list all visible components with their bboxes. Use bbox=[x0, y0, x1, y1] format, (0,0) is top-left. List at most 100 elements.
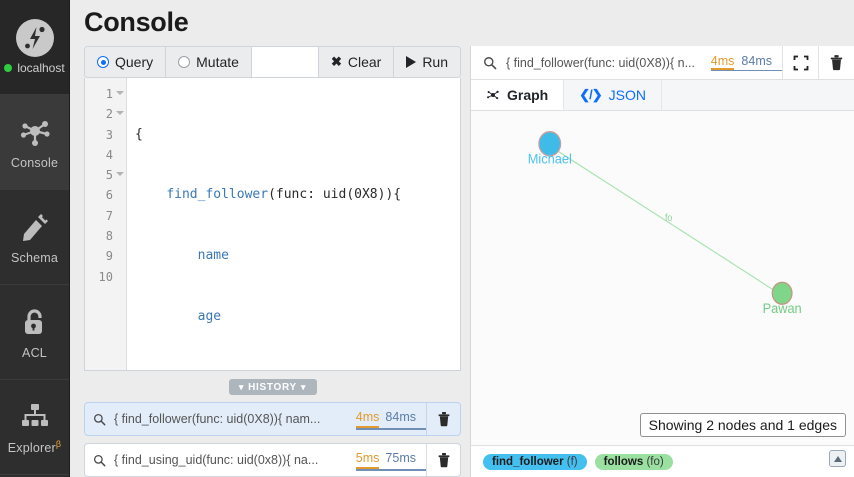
result-tabs: Graph ❮/❯ JSON bbox=[471, 80, 854, 111]
line-number-gutter: 1 2 3 4 5 6 7 8 9 10 bbox=[85, 78, 127, 370]
beta-badge: β bbox=[55, 439, 62, 450]
search-icon bbox=[93, 413, 106, 425]
history-section: ▾ HISTORY ▾ { find_follower(func: uid(0X… bbox=[84, 371, 461, 477]
line-number: 5 bbox=[85, 165, 126, 185]
trash-icon bbox=[438, 412, 449, 427]
run-label: Run bbox=[422, 54, 448, 70]
expand-icon bbox=[793, 55, 808, 70]
mode-radio-query[interactable]: Query bbox=[85, 47, 167, 77]
clear-button[interactable]: ✖ Clear bbox=[318, 47, 395, 77]
history-delete-button[interactable] bbox=[426, 444, 460, 476]
node-label-pawan: Pawan bbox=[763, 300, 802, 316]
sidebar: localhost Console bbox=[0, 0, 70, 477]
result-query[interactable]: { find_follower(func: uid(0X8)){ n... bbox=[471, 56, 711, 70]
code-content[interactable]: { find_follower(func: uid(0X8)){ name ag… bbox=[127, 78, 460, 370]
legend-pill-follows[interactable]: follows (fo) bbox=[594, 453, 673, 470]
graph-icon bbox=[487, 90, 499, 99]
history-delete-button[interactable] bbox=[426, 403, 460, 435]
mutate-label: Mutate bbox=[196, 54, 239, 70]
result-header: { find_follower(func: uid(0X8)){ n... 4m… bbox=[471, 45, 854, 80]
line-number: 2 bbox=[85, 104, 126, 124]
radio-unselected-icon bbox=[178, 56, 191, 68]
server-latency: 4ms bbox=[355, 409, 380, 428]
node-label-michael: Michael bbox=[528, 151, 572, 167]
server-latency: 4ms bbox=[710, 54, 735, 70]
graph-nodes-icon bbox=[18, 115, 52, 149]
code-brackets-icon: ❮/❯ bbox=[579, 87, 602, 102]
status-badge: Showing 2 nodes and 1 edges bbox=[639, 413, 846, 437]
fold-arrow-icon bbox=[116, 91, 124, 95]
history-latency: 5ms 75ms bbox=[355, 450, 426, 471]
history-query-text: { find_using_uid(func: uid(0x8)){ na... bbox=[114, 453, 319, 467]
sidebar-item-label: Schema bbox=[10, 250, 59, 265]
fullscreen-button[interactable] bbox=[782, 45, 818, 80]
search-icon bbox=[484, 56, 497, 69]
code-editor[interactable]: 1 2 3 4 5 6 7 8 9 10 { find_follower(fun… bbox=[84, 78, 461, 371]
hierarchy-icon bbox=[18, 398, 52, 432]
line-number: 1 bbox=[85, 84, 126, 104]
history-query[interactable]: { find_follower(func: uid(0X8)){ nam... bbox=[85, 412, 356, 426]
history-item[interactable]: { find_using_uid(func: uid(0x8)){ na... … bbox=[84, 443, 461, 477]
history-item[interactable]: { find_follower(func: uid(0X8)){ nam... … bbox=[84, 402, 461, 436]
line-number: 8 bbox=[105, 229, 113, 244]
play-icon bbox=[406, 56, 417, 68]
clear-result-button[interactable] bbox=[818, 45, 854, 80]
line-number: 3 bbox=[105, 127, 113, 142]
tab-label: JSON bbox=[608, 87, 646, 103]
status-dot-icon bbox=[4, 64, 13, 72]
edge-label: fo bbox=[665, 213, 672, 224]
total-latency: 75ms bbox=[385, 450, 416, 465]
line-number: 9 bbox=[105, 249, 113, 264]
history-latency: 4ms 84ms bbox=[355, 409, 426, 430]
pencil-ruler-icon bbox=[18, 210, 52, 244]
padlock-icon bbox=[18, 305, 52, 339]
search-icon bbox=[93, 454, 106, 466]
history-toggle[interactable]: ▾ HISTORY ▾ bbox=[228, 379, 317, 395]
legend-pill-find-follower[interactable]: find_follower (f) bbox=[483, 453, 587, 470]
clear-label: Clear bbox=[347, 54, 382, 70]
graph-node-michael bbox=[538, 131, 562, 157]
connection-status: localhost bbox=[4, 61, 65, 75]
close-icon: ✖ bbox=[330, 54, 342, 69]
sidebar-item-label: Console bbox=[10, 155, 59, 170]
total-latency: 84ms bbox=[741, 54, 772, 68]
code-line: find_follower(func: uid(0X8)){ bbox=[166, 187, 402, 203]
code-line: { bbox=[135, 126, 143, 142]
result-pane: { find_follower(func: uid(0X8)){ n... 4m… bbox=[470, 45, 854, 477]
line-number: 7 bbox=[105, 208, 113, 223]
server-latency: 5ms bbox=[355, 450, 380, 469]
sidebar-item-explorer[interactable]: Explorerβ bbox=[0, 380, 69, 475]
tab-graph[interactable]: Graph bbox=[471, 80, 565, 110]
trash-icon bbox=[830, 55, 843, 71]
chevron-up-icon bbox=[833, 455, 842, 462]
sidebar-brand[interactable]: localhost bbox=[0, 0, 69, 95]
chevron-down-icon: ▾ bbox=[238, 381, 245, 392]
page-title: Console bbox=[84, 7, 189, 37]
sidebar-item-schema[interactable]: Schema bbox=[0, 190, 69, 285]
history-query[interactable]: { find_using_uid(func: uid(0x8)){ na... bbox=[85, 453, 356, 467]
tab-json[interactable]: ❮/❯ JSON bbox=[564, 80, 662, 110]
history-label: HISTORY bbox=[248, 381, 297, 393]
legend-bar: find_follower (f) follows (fo) bbox=[471, 445, 854, 477]
sidebar-item-acl[interactable]: ACL bbox=[0, 285, 69, 380]
toolbar-spacer bbox=[251, 47, 319, 77]
mode-radio-mutate[interactable]: Mutate bbox=[166, 47, 252, 77]
line-number: 10 bbox=[98, 269, 113, 284]
total-latency: 84ms bbox=[385, 409, 416, 424]
graph-edge bbox=[549, 145, 783, 296]
run-button[interactable]: Run bbox=[394, 47, 460, 77]
trash-icon bbox=[438, 453, 449, 468]
sidebar-item-console[interactable]: Console bbox=[0, 95, 69, 190]
code-line: age bbox=[135, 309, 222, 325]
graph-canvas[interactable]: fo Michael Pawan Showing 2 nodes and 1 e… bbox=[471, 111, 854, 445]
query-pane: Query Mutate ✖ Clear Run bbox=[84, 46, 461, 477]
fold-arrow-icon bbox=[116, 111, 124, 116]
graph-node-pawan bbox=[771, 281, 793, 305]
result-query-text: { find_follower(func: uid(0X8)){ n... bbox=[506, 55, 695, 70]
query-label: Query bbox=[115, 54, 154, 70]
chevron-down-icon: ▾ bbox=[300, 381, 307, 392]
collapse-legend-button[interactable] bbox=[829, 450, 846, 467]
host-label: localhost bbox=[17, 61, 65, 75]
code-line: name bbox=[135, 248, 229, 264]
